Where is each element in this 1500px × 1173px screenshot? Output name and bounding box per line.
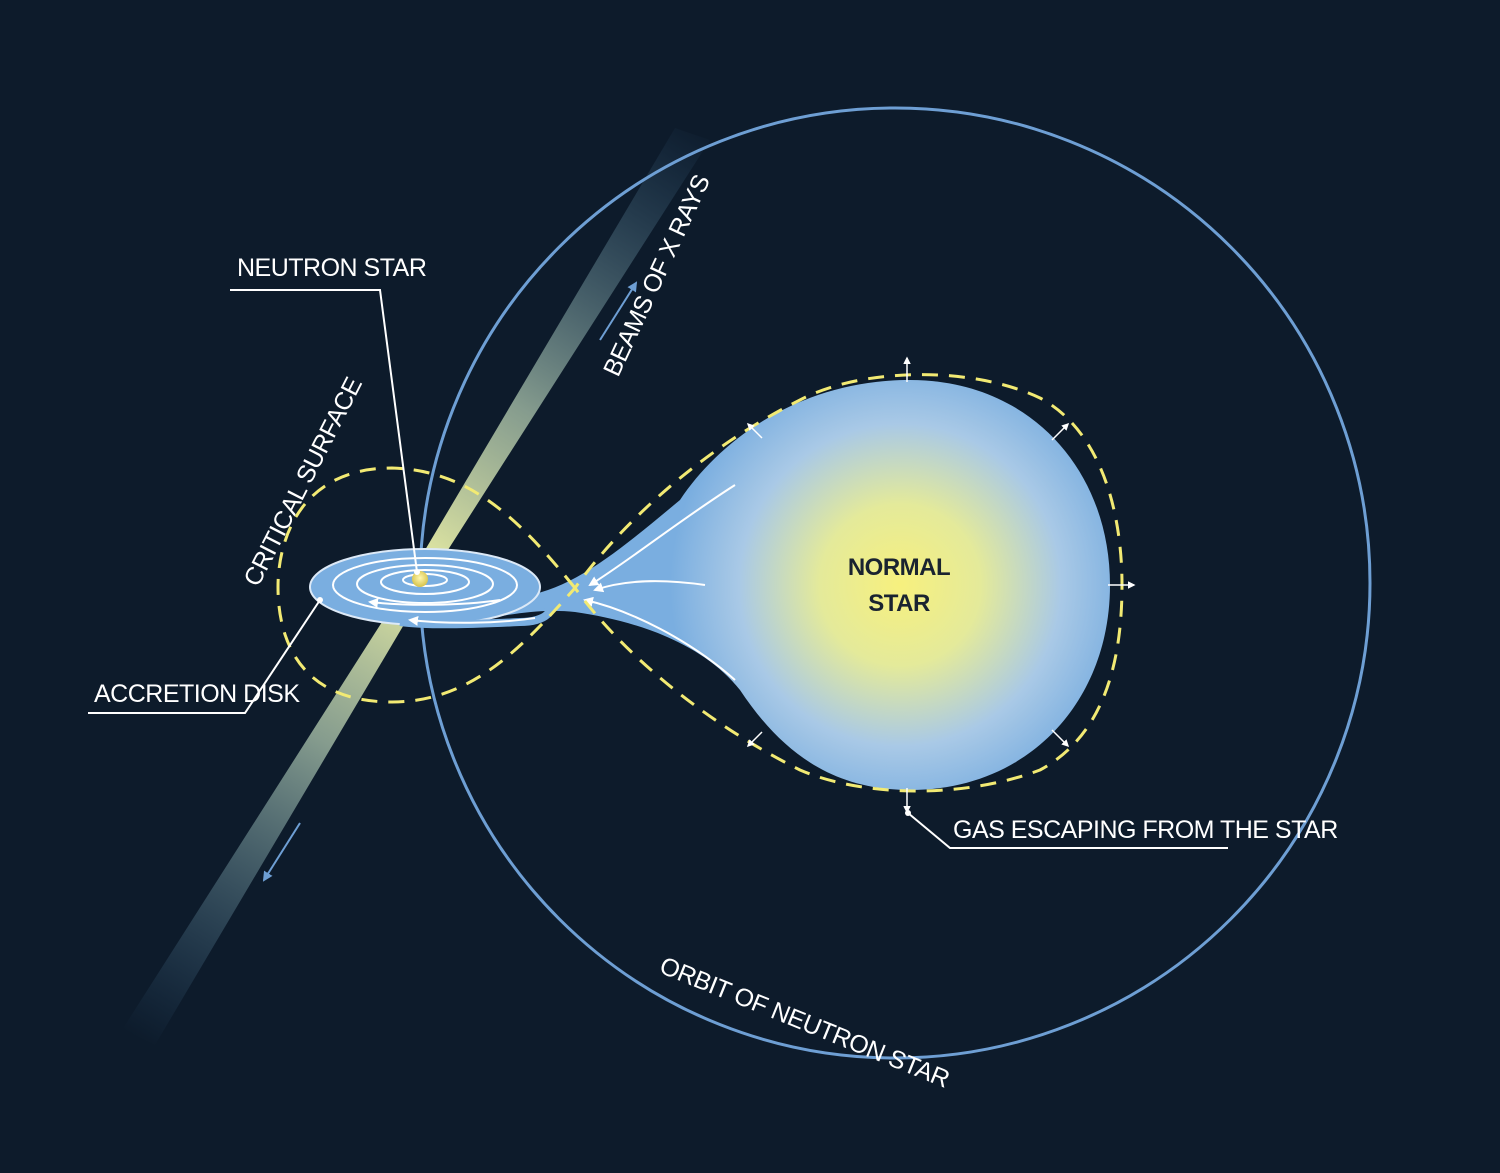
gas-escaping-leader-dot [905, 810, 911, 816]
neutron-star-label: NEUTRON STAR [237, 254, 426, 282]
gas-escaping-label: GAS ESCAPING FROM THE STAR [953, 816, 1338, 844]
accretion-disk-leader [88, 599, 321, 714]
beam-down-arrow [262, 822, 301, 882]
orbit-label: ORBIT OF NEUTRON STAR [656, 952, 953, 1094]
neutron-star [412, 571, 428, 587]
beam-up-arrow [599, 281, 638, 341]
accretion-disk-label: ACCRETION DISK [94, 680, 300, 708]
accretion-disk [309, 548, 554, 629]
critical-surface-outline [276, 373, 1124, 793]
normal-star-label-line2: STAR [868, 590, 930, 617]
neutron-star-leader [230, 289, 418, 573]
gas-flow-lines [583, 484, 736, 681]
x-ray-beam-lower [122, 578, 428, 1045]
normal-star-body [405, 380, 1110, 790]
accretion-disk-leader-dot [317, 597, 323, 603]
neutron-star-leader-dot [414, 569, 420, 575]
gas-escape-arrows [746, 356, 1136, 814]
normal-star-label-line1: NORMAL [848, 554, 950, 581]
x-ray-beam-upper [412, 128, 710, 578]
gas-escaping-leader [907, 812, 1228, 849]
